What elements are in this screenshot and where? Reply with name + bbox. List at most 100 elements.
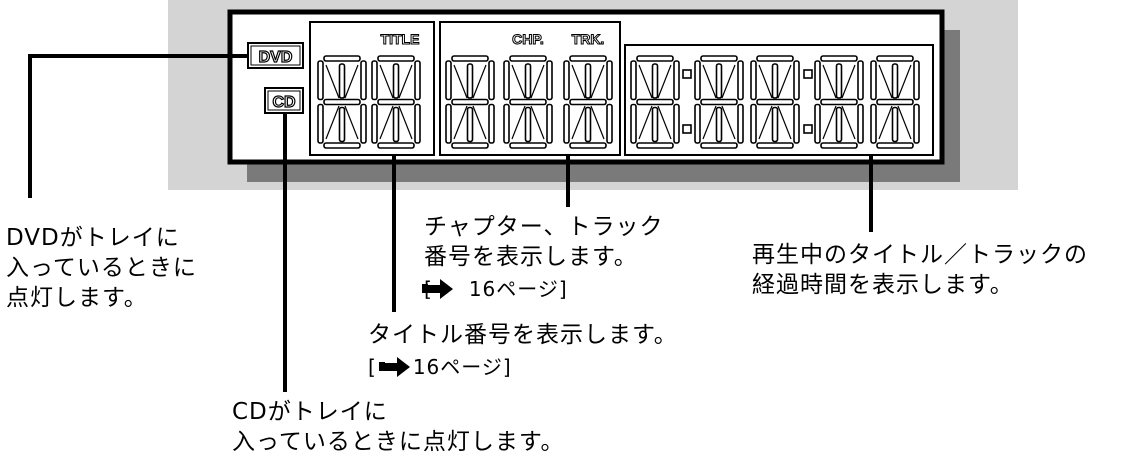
time-digit [814,55,864,149]
segment-h [509,142,547,149]
segment-h [323,98,361,106]
segment-d [638,105,653,140]
segment-v [606,60,613,101]
segment-c [524,106,532,143]
title-digit [371,55,421,149]
segment-h [820,142,858,149]
segment-d [657,64,672,99]
dvd-callout-line3: 点灯します。 [6,285,148,311]
segment-h [377,55,415,62]
segment-h [756,142,794,149]
segment-d [571,64,586,99]
segment-v [694,60,701,101]
cd-callout: CDがトレイに 入っているときに点灯します。 [232,397,565,457]
chapter-digit [503,55,553,149]
segment-v [360,60,367,101]
segment-d [511,64,526,99]
cd-indicator-label: CD [272,94,295,111]
cd-indicator: CD [264,87,304,114]
segment-v [371,103,378,144]
segment-v [445,60,452,101]
dvd-callout: DVDがトレイに 入っているときに 点灯します。 [6,223,197,313]
cd-callout-line2: 入っているときに点灯します。 [232,429,565,455]
segment-v [503,60,510,101]
segment-v [488,60,495,101]
title-section [309,21,435,156]
segment-d [721,105,736,140]
segment-h [509,98,547,106]
title-ref-arrow-icon [379,357,410,377]
title-digit [317,55,367,149]
segment-h [569,142,607,149]
chapter-track-callout: チャプター、トラック 番号を表示します。 [16ページ] [424,212,664,304]
elapsed-callout: 再生中のタイトル／トラックの 経過時間を表示します。 [752,240,1088,300]
segment-d [878,105,893,140]
dvd-leader-line [28,54,248,198]
colon-dot [803,124,813,134]
segment-v [793,103,800,144]
segment-h [820,98,858,106]
segment-d [453,64,468,99]
segment-c [771,63,779,99]
segment-c [835,63,843,99]
segment-h [569,55,607,62]
segment-c [466,106,474,143]
chapter-digits [445,55,613,149]
segment-v [546,103,553,144]
chapter-track-callout-line1: チャプター、トラック [424,214,664,240]
segment-d [325,64,340,99]
segment-d [398,64,413,99]
segment-d [590,64,605,99]
segment-c [392,106,400,143]
title-number-callout-ref: [16ページ] [368,352,678,382]
segment-d [379,105,394,140]
title-number-callout: タイトル番号を表示します。 [16ページ] [368,320,678,382]
segment-h [636,98,674,106]
segment-d [530,105,545,140]
segment-c [524,63,532,99]
segment-c [891,106,899,143]
segment-v [913,60,920,101]
segment-v [750,103,757,144]
segment-c [771,106,779,143]
time-digit [870,55,920,149]
segment-v [814,103,821,144]
segment-v [371,60,378,101]
segment-v [750,60,757,101]
title-ref-text: 16ページ] [412,355,512,379]
segment-d [530,64,545,99]
segment-d [777,105,792,140]
segment-c [651,63,659,99]
segment-v [870,60,877,101]
segment-v [317,60,324,101]
colon-dot [682,69,692,79]
segment-d [758,64,773,99]
time-digit [630,55,680,149]
time-digit [694,55,744,149]
segment-h [323,55,361,62]
segment-c [584,106,592,143]
segment-d [841,105,856,140]
dvd-callout-line2: 入っているときに [6,255,197,281]
segment-v [737,60,744,101]
colon-dot [682,124,692,134]
segment-h [820,55,858,62]
segment-v [630,103,637,144]
segment-h [876,98,914,106]
time-digit [750,55,800,149]
segment-d [702,105,717,140]
segment-v [673,60,680,101]
dvd-callout-line1: DVDがトレイに [6,225,180,251]
segment-v [673,103,680,144]
segment-v [857,60,864,101]
segment-h [876,142,914,149]
chapter-track-callout-line2: 番号を表示します。 [424,244,638,270]
track-heading: TRK. [572,31,605,47]
segment-c [338,63,346,99]
segment-v [563,60,570,101]
chapter-track-callout-ref: [16ページ] [424,274,664,304]
segment-d [344,64,359,99]
title-heading: TITLE [381,31,420,47]
segment-d [325,105,340,140]
segment-d [571,105,586,140]
